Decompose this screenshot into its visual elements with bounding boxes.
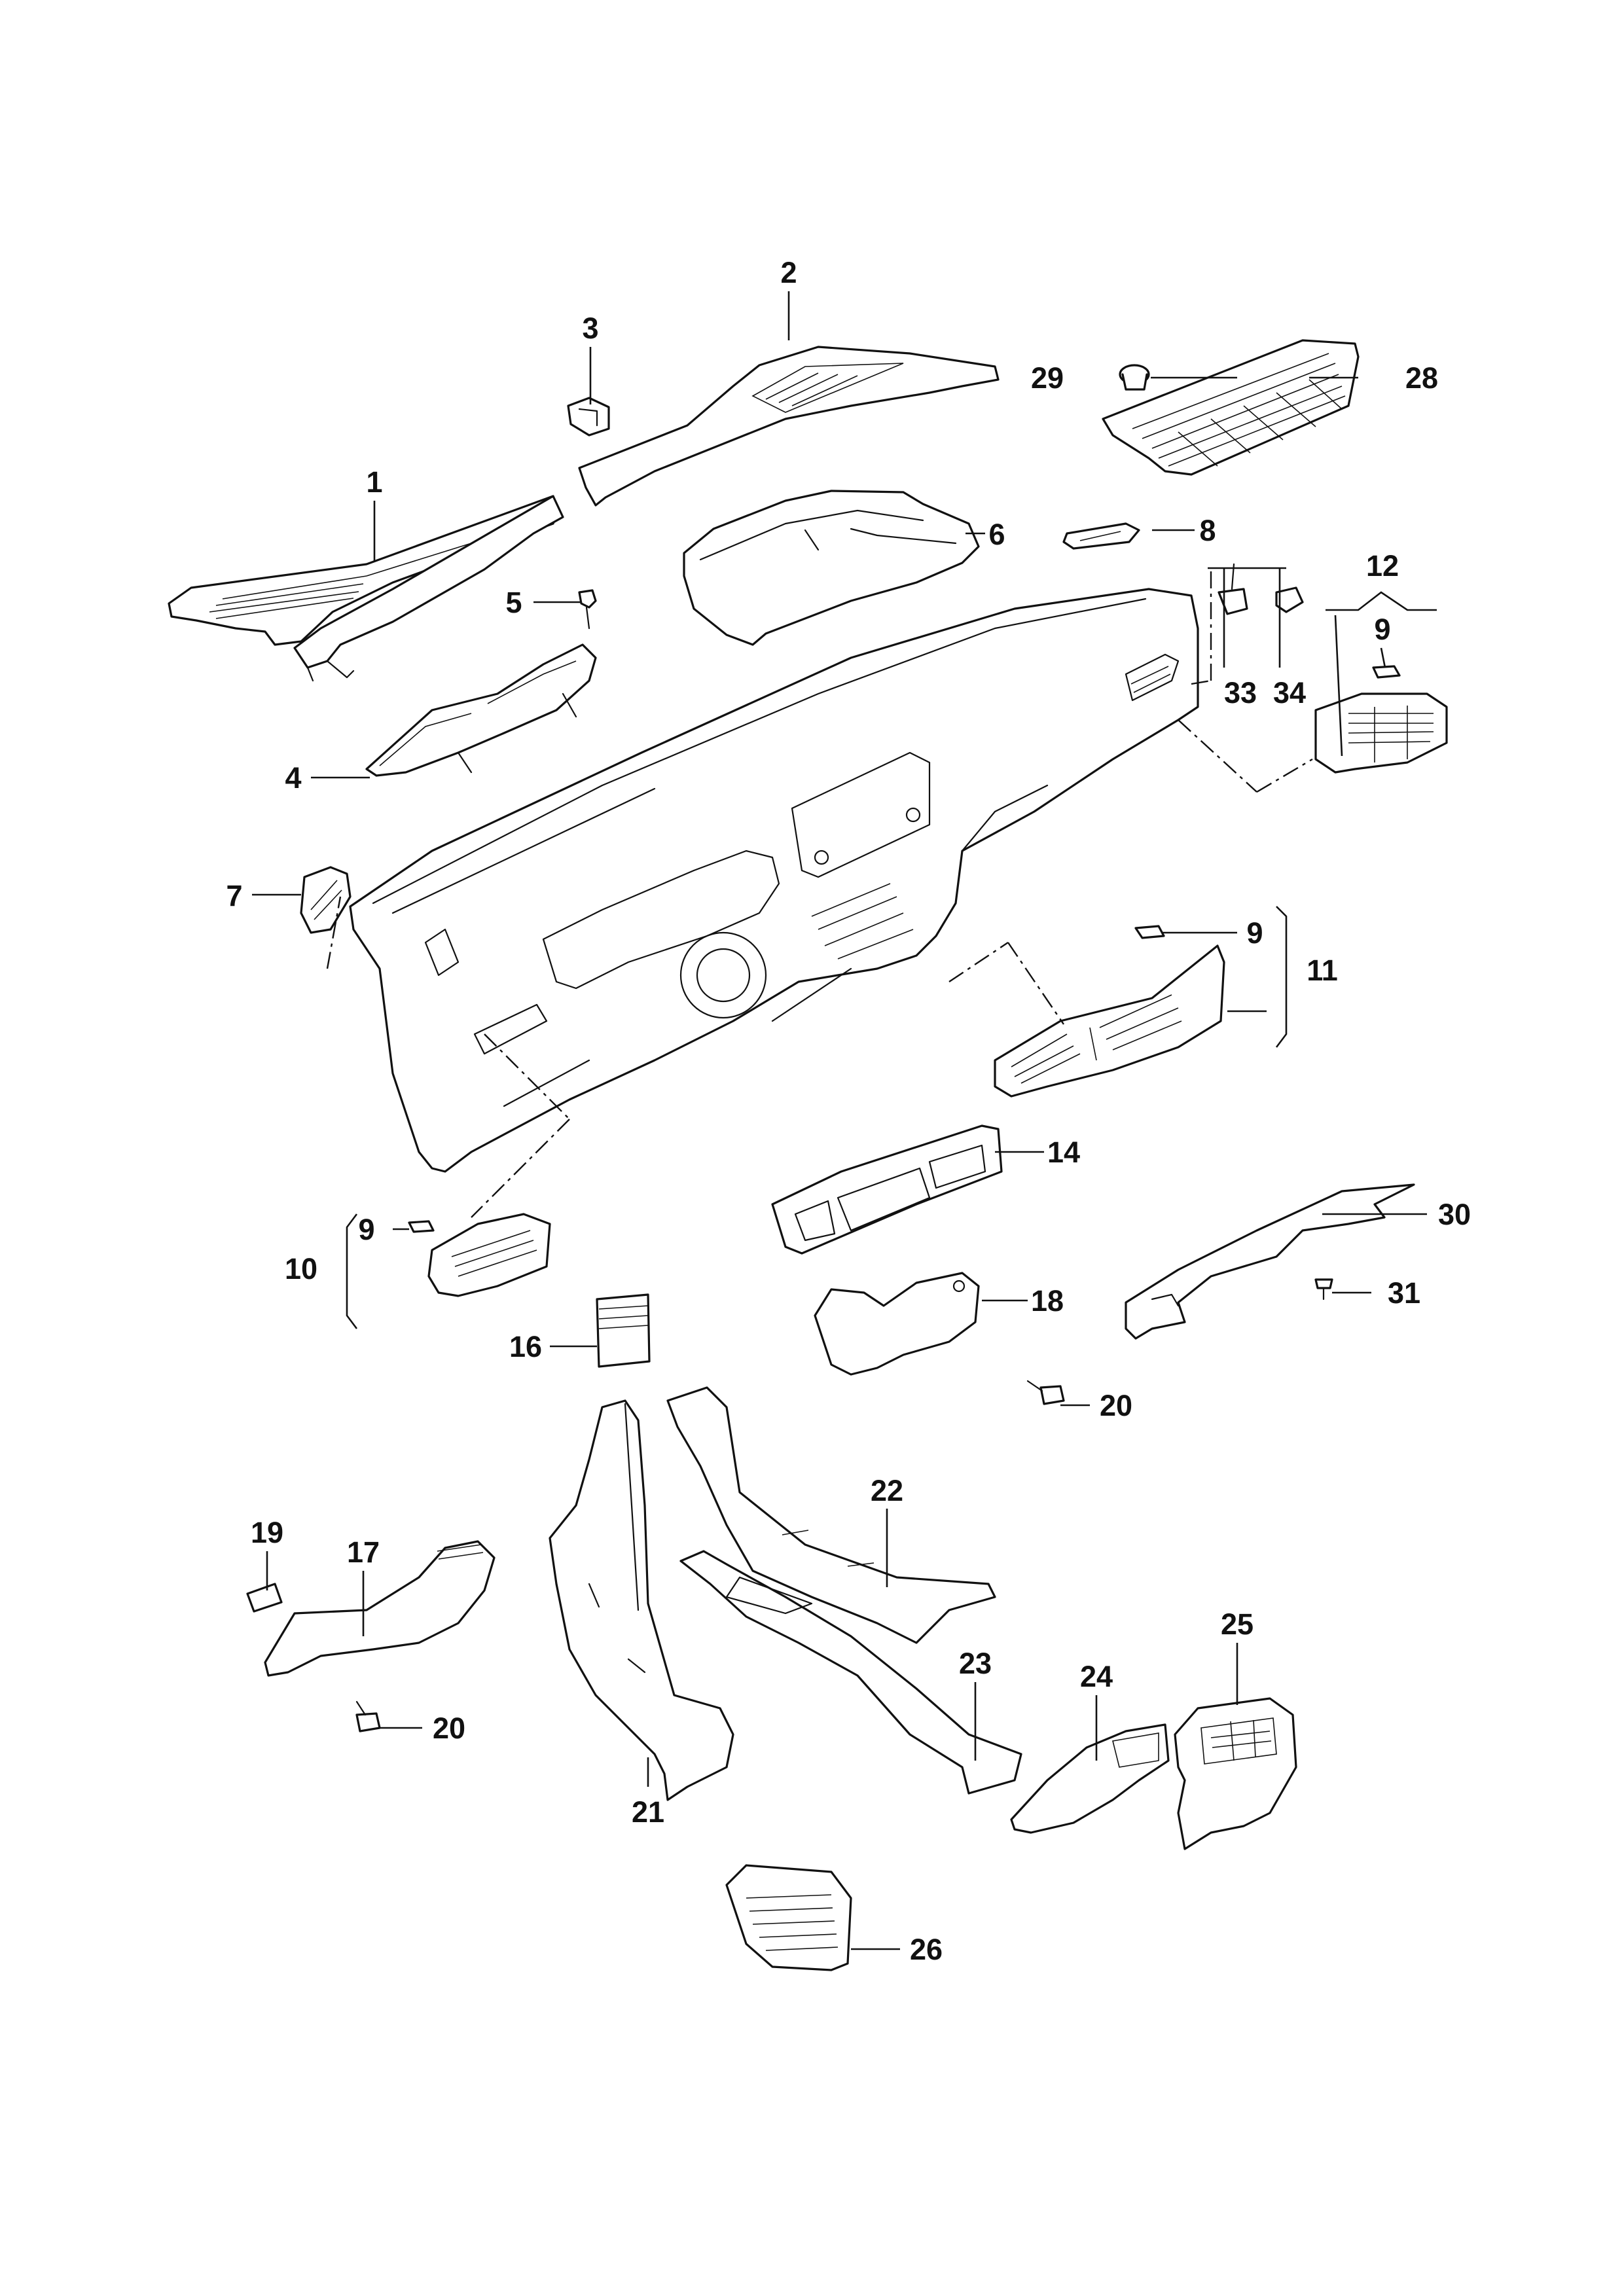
callout-29: 29 <box>1031 361 1064 395</box>
callout-5: 5 <box>505 586 522 619</box>
callout-8: 8 <box>1199 514 1216 547</box>
callout-6: 6 <box>988 518 1005 551</box>
callout-2: 2 <box>780 256 797 289</box>
callout-9-right: 9 <box>1374 613 1390 646</box>
part-24-rear-duct-elbow <box>1010 1723 1170 1834</box>
part-17-left-duct <box>264 1540 496 1677</box>
part-19-clip <box>246 1583 283 1613</box>
callout-22: 22 <box>871 1474 903 1507</box>
callout-11: 11 <box>1307 954 1338 987</box>
part-11-center-vent <box>994 944 1225 1098</box>
callout-17: 17 <box>347 1535 380 1569</box>
callout-25: 25 <box>1221 1607 1254 1641</box>
part-9-clip-left <box>408 1220 435 1233</box>
callout-7: 7 <box>226 879 242 912</box>
callout-9-left: 9 <box>358 1213 374 1246</box>
callout-19: 19 <box>251 1516 283 1549</box>
part-5-screw <box>578 589 597 630</box>
callout-21: 21 <box>632 1795 664 1829</box>
part-34-fastener <box>1275 586 1304 613</box>
callout-34: 34 <box>1273 676 1306 709</box>
part-23-lower-rear-duct <box>679 1550 1022 1795</box>
part-18-bracket-duct <box>814 1272 980 1376</box>
callout-26: 26 <box>910 1933 943 1966</box>
callout-33: 33 <box>1224 676 1257 709</box>
callout-14: 14 <box>1047 1136 1080 1169</box>
part-2-right-cowl-trim <box>578 346 1000 507</box>
part-16-foam-pad <box>596 1293 651 1368</box>
part-30-lower-trim <box>1125 1183 1415 1340</box>
callout-1: 1 <box>366 465 382 499</box>
callout-4: 4 <box>285 761 301 795</box>
callout-12: 12 <box>1366 549 1399 583</box>
part-3-clip <box>567 397 610 437</box>
part-33-fastener <box>1218 563 1248 615</box>
construction-lines <box>326 568 1313 1218</box>
part-20-bolt-upper <box>1026 1380 1065 1405</box>
part-21-long-duct <box>549 1399 734 1801</box>
part-12-right-vent <box>1314 692 1448 774</box>
callout-10: 10 <box>285 1252 317 1285</box>
callout-9-center: 9 <box>1246 916 1263 950</box>
part-31-screw <box>1314 1278 1333 1300</box>
part-22-rear-duct <box>666 1386 996 1644</box>
part-1-left-cowl-trim <box>168 495 564 682</box>
callout-3: 3 <box>582 312 598 345</box>
part-9-clip-upper-right <box>1372 665 1401 679</box>
part-8-small-vent-grille <box>1062 522 1140 550</box>
part-20-bolt-lower <box>355 1700 381 1732</box>
part-25-rear-console-vent <box>1174 1697 1297 1850</box>
callout-31: 31 <box>1388 1276 1420 1310</box>
part-4-vent-duct <box>365 643 597 777</box>
part-26-vent-grille <box>725 1864 852 1971</box>
callout-labels: 1 2 3 4 5 6 7 8 9 9 9 10 11 12 14 16 17 … <box>226 256 1471 1966</box>
callout-30: 30 <box>1438 1198 1471 1231</box>
callout-23: 23 <box>959 1647 992 1680</box>
callout-24: 24 <box>1080 1660 1113 1693</box>
callout-20-upper: 20 <box>1100 1389 1132 1422</box>
part-29-clip-nut <box>1119 364 1150 391</box>
callout-20-lower: 20 <box>433 1712 465 1745</box>
callout-16: 16 <box>509 1330 542 1363</box>
part-14-center-bezel <box>771 1124 1003 1255</box>
part-9-clip-center <box>1134 925 1165 939</box>
part-28-speaker-grille <box>1102 339 1360 476</box>
callout-28: 28 <box>1405 361 1438 395</box>
part-7-left-corner-vent <box>300 866 352 934</box>
dashboard-main <box>349 588 1199 1173</box>
callout-18: 18 <box>1031 1284 1064 1318</box>
part-6-defroster-panel <box>683 490 980 646</box>
leader-lines <box>252 291 1437 1950</box>
part-10-left-vent <box>427 1213 551 1297</box>
